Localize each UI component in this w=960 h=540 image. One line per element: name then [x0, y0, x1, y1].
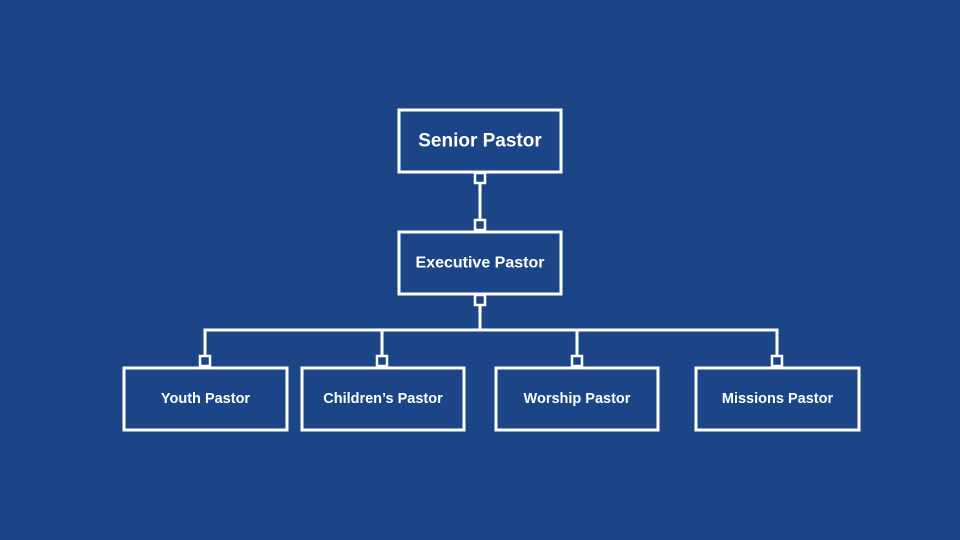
connector-handle	[198, 354, 212, 368]
connector-handle	[473, 171, 487, 185]
node-label: Worship Pastor	[524, 391, 631, 407]
node-label: Senior Pastor	[418, 131, 542, 152]
connector-handle	[770, 354, 784, 368]
connector-handle	[570, 354, 584, 368]
node-youth-pastor[interactable]: Youth Pastor	[122, 366, 289, 432]
node-missions-pastor[interactable]: Missions Pastor	[694, 366, 861, 432]
node-label: Executive Pastor	[416, 255, 545, 272]
node-senior-pastor[interactable]: Senior Pastor	[397, 108, 563, 174]
connector-handle	[375, 354, 389, 368]
node-worship-pastor[interactable]: Worship Pastor	[494, 366, 660, 432]
node-executive-pastor[interactable]: Executive Pastor	[397, 230, 563, 296]
node-label: Youth Pastor	[161, 391, 251, 407]
connector-bus	[203, 328, 779, 368]
node-childrens-pastor[interactable]: Children’s Pastor	[300, 366, 466, 432]
node-label: Children’s Pastor	[323, 391, 443, 407]
node-label: Missions Pastor	[722, 391, 834, 407]
connector-handle	[473, 293, 487, 307]
connector-handle	[473, 218, 487, 232]
